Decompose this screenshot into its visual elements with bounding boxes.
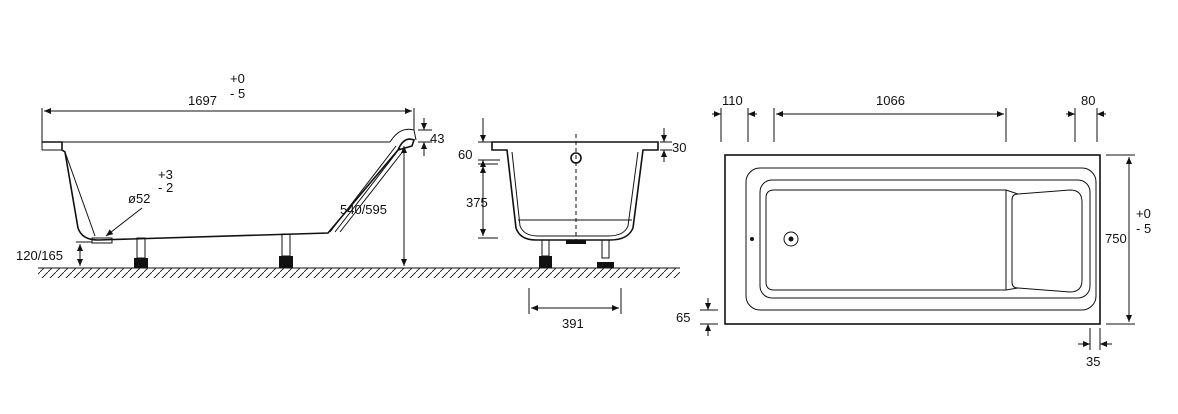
plan-drain bbox=[783, 231, 799, 247]
plan-corner-margin-label: 35 bbox=[1086, 354, 1100, 369]
side-length-tol-plus: +0 bbox=[230, 71, 245, 86]
side-tub-outline bbox=[42, 138, 415, 241]
side-height-label: 540/595 bbox=[340, 202, 387, 217]
side-leg-2 bbox=[279, 233, 293, 268]
side-rim-label: 43 bbox=[430, 131, 444, 146]
waste-height-label: 120/165 bbox=[16, 248, 63, 263]
side-view: 1697 +0 - 5 43 540/595 +3 - 2 ø52 120/16… bbox=[16, 71, 444, 268]
plan-view: 110 1066 80 750 +0 - 5 65 35 bbox=[676, 93, 1151, 369]
plan-right-offset-label: 80 bbox=[1081, 93, 1095, 108]
floor bbox=[38, 267, 680, 278]
end-leg-spacing-label: 391 bbox=[562, 316, 584, 331]
end-leg-1 bbox=[539, 239, 552, 268]
side-leg-1 bbox=[134, 237, 148, 268]
end-view: 60 30 375 391 bbox=[458, 118, 686, 331]
end-overflow bbox=[570, 152, 582, 164]
side-length-tol-minus: - 5 bbox=[230, 86, 245, 101]
end-rim-depth-label: 60 bbox=[458, 147, 472, 162]
plan-inner-length-label: 1066 bbox=[876, 93, 905, 108]
plan-headrest bbox=[1011, 189, 1083, 293]
plan-basin bbox=[745, 167, 1097, 311]
plan-width-tol-minus: - 5 bbox=[1136, 221, 1151, 236]
end-tub-outline bbox=[491, 141, 659, 241]
plan-width-tol-plus: +0 bbox=[1136, 206, 1151, 221]
end-leg-2 bbox=[597, 239, 614, 268]
side-length-label: 1697 bbox=[188, 93, 217, 108]
end-inner-height-label: 375 bbox=[466, 195, 488, 210]
plan-left-offset-label: 110 bbox=[722, 93, 743, 108]
plan-outer-rim bbox=[724, 154, 1101, 325]
plan-bottom-margin-label: 65 bbox=[676, 310, 690, 325]
waste-tol-minus: - 2 bbox=[158, 180, 173, 195]
end-rim-thickness-label: 30 bbox=[672, 140, 686, 155]
waste-diameter-label: ø52 bbox=[128, 191, 150, 206]
plan-width-label: 750 bbox=[1105, 231, 1127, 246]
waste-tol-plus: +3 bbox=[158, 167, 173, 182]
